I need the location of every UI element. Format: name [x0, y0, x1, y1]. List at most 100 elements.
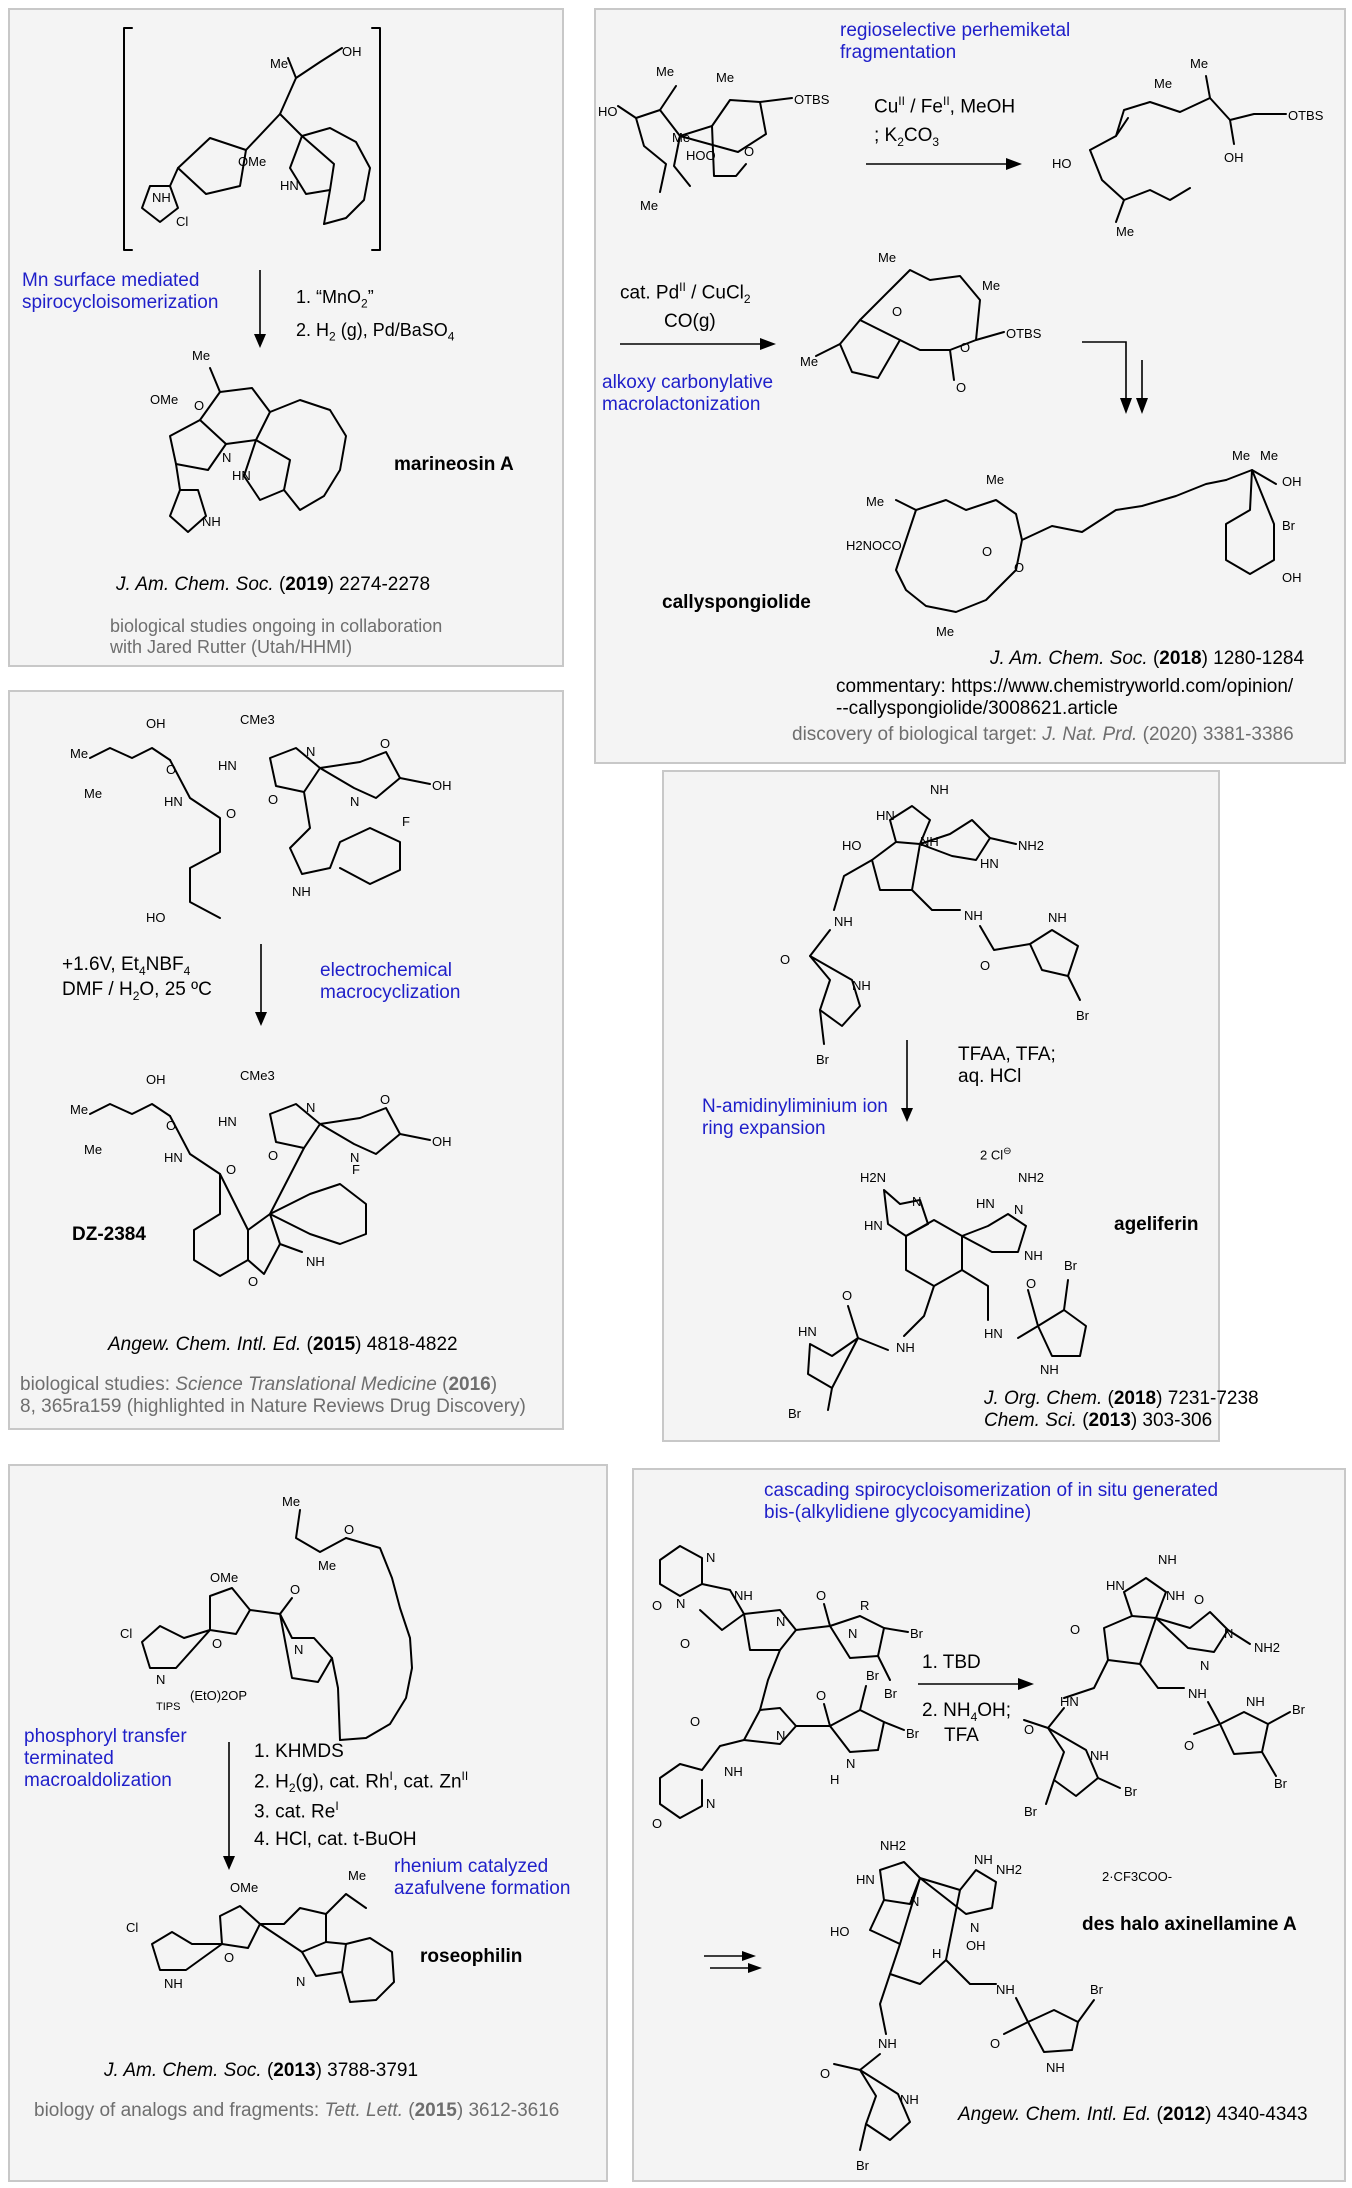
atom-me: Me	[672, 130, 690, 145]
atom-h: H	[932, 1946, 941, 1961]
atom-cme3: CMe3	[240, 712, 275, 727]
atom-nh: NH	[724, 1764, 743, 1779]
atom-o: O	[1184, 1738, 1194, 1753]
structure-roseophilin: OMe O Me N Cl NH	[126, 1868, 395, 2003]
atom-n: N	[846, 1756, 855, 1771]
arrow-dz2384	[255, 944, 267, 1026]
atom-o: O	[956, 380, 966, 395]
atom-ome: OMe	[150, 392, 178, 407]
atom-o: O	[1070, 1622, 1080, 1637]
atom-o: O	[780, 952, 790, 967]
atom-n: N	[1014, 1202, 1023, 1217]
atom-h2n: H2N	[860, 1170, 886, 1185]
atom-me: Me	[1260, 448, 1278, 463]
atom-nh: NH	[1048, 910, 1067, 925]
atom-n: N	[776, 1614, 785, 1629]
atom-n: N	[910, 1894, 919, 1909]
atom-br: Br	[866, 1668, 880, 1683]
atom-o: O	[380, 736, 390, 751]
structure-ageliferin: H2N HN N HN NH2 NH N NH HN O HN Br O NH …	[788, 1170, 1087, 1421]
atom-br: Br	[1292, 1702, 1306, 1717]
atom-cme3: CMe3	[240, 1068, 275, 1083]
atom-nh: NH	[964, 908, 983, 923]
atom-n: N	[776, 1728, 785, 1743]
atom-o: O	[820, 2066, 830, 2081]
structure-dz2384-precursor: Me Me OH O HN HO HN CMe3 O N O O N OH F …	[70, 712, 452, 925]
atom-nh: NH	[202, 514, 221, 529]
atom-o: O	[652, 1598, 662, 1613]
atom-nh: NH	[878, 2036, 897, 2051]
atom-hn: HN	[976, 1196, 995, 1211]
atom-n: N	[1224, 1626, 1233, 1641]
conditions-perhemiketal: CuII / FeII, MeOH ; K2CO3	[874, 94, 1016, 149]
atom-o: O	[268, 1148, 278, 1163]
atom-nh: NH	[1090, 1748, 1109, 1763]
atom-nh: NH	[896, 1340, 915, 1355]
atom-me: Me	[800, 354, 818, 369]
atom-nh2: NH2	[880, 1838, 906, 1853]
citation-callyspongiolide: J. Am. Chem. Soc. (2018) 1280-1284	[990, 648, 1305, 669]
atom-eto2op: (EtO)2OP	[190, 1688, 247, 1703]
structure-ageliferin-precursor: NH HN NH HO HN NH2 NH NH O O NH Br NH Br	[780, 782, 1090, 1067]
structure-roseophilin-precursor: Me Me O OMe O O N (EtO)2OP Cl N TIPS	[120, 1494, 413, 1741]
atom-br: Br	[1090, 1982, 1104, 1997]
atom-n: N	[706, 1550, 715, 1565]
atom-ho: HO	[842, 838, 862, 853]
atom-h2noco: H2NOCO	[846, 538, 902, 553]
atom-me: Me	[1154, 76, 1172, 91]
citation-axinellamine: Angew. Chem. Intl. Ed. (2012) 4340-4343	[958, 2104, 1308, 2125]
atom-o: O	[380, 1092, 390, 1107]
atom-me: Me	[348, 1868, 366, 1883]
atom-hn: HN	[864, 1218, 883, 1233]
atom-nh: NH	[1046, 2060, 1065, 2075]
structure-marineosin-precursor: NH OMe OH Me HN Cl	[123, 27, 381, 251]
atom-o: O	[982, 544, 992, 559]
conditions-axinellamine-2: 2. NH4OH; TFA	[922, 1700, 1012, 1746]
atom-hn: HN	[1060, 1694, 1079, 1709]
atom-o: O	[816, 1588, 826, 1603]
atom-nh: NH	[1246, 1694, 1265, 1709]
panel-axinellamine	[632, 1468, 1346, 2182]
atom-me: Me	[70, 1102, 88, 1117]
atom-br: Br	[884, 1686, 898, 1701]
structure-callyspongiolide-start: Me HO Me O Me OTBS Me HOO	[598, 64, 830, 213]
atom-me: Me	[1190, 56, 1208, 71]
atom-o: O	[690, 1714, 700, 1729]
arrow-ageliferin	[901, 1040, 913, 1122]
arrow-callyspongiolide-bent	[1082, 341, 1148, 414]
conditions-axinellamine-1: 1. TBD	[922, 1652, 981, 1673]
compound-roseophilin: roseophilin	[420, 1946, 523, 1967]
atom-ho: HO	[598, 104, 618, 119]
arrow-perhemiketal	[866, 158, 1022, 170]
atom-oh: OH	[432, 778, 452, 793]
atom-nh2: NH2	[1254, 1640, 1280, 1655]
atom-n: N	[306, 744, 315, 759]
atom-nh: NH	[930, 782, 949, 797]
atom-nh: NH	[1166, 1588, 1185, 1603]
atom-oh: OH	[342, 44, 362, 59]
citations-ageliferin: J. Org. Chem. (2018) 7231-7238 Chem. Sci…	[984, 1388, 1259, 1431]
atom-o: O	[1014, 560, 1024, 575]
atom-o: O	[166, 762, 176, 777]
atom-o: O	[892, 304, 902, 319]
atom-br: Br	[1274, 1776, 1288, 1791]
atom-nh2: NH2	[1018, 838, 1044, 853]
atom-otbs: OTBS	[1288, 108, 1324, 123]
atom-nh: NH	[1024, 1248, 1043, 1263]
atom-nh: NH	[852, 978, 871, 993]
arrow-marineosin	[254, 270, 266, 348]
citation-marineosin: J. Am. Chem. Soc. (2019) 2274-2278	[116, 574, 431, 595]
atom-nh: NH	[1040, 1362, 1059, 1377]
atom-n: N	[350, 1150, 359, 1165]
atom-br: Br	[910, 1626, 924, 1641]
atom-o: O	[1026, 1276, 1036, 1291]
panel-ageliferin	[662, 770, 1220, 1442]
conditions-roseophilin: 1. KHMDS 2. H2(g), cat. RhI, cat. ZnII 3…	[254, 1741, 469, 1851]
atom-o: O	[980, 958, 990, 973]
atom-otbs: OTBS	[794, 92, 830, 107]
atom-n: N	[222, 450, 231, 465]
atom-hn: HN	[1106, 1578, 1125, 1593]
atom-hn: HN	[798, 1324, 817, 1339]
